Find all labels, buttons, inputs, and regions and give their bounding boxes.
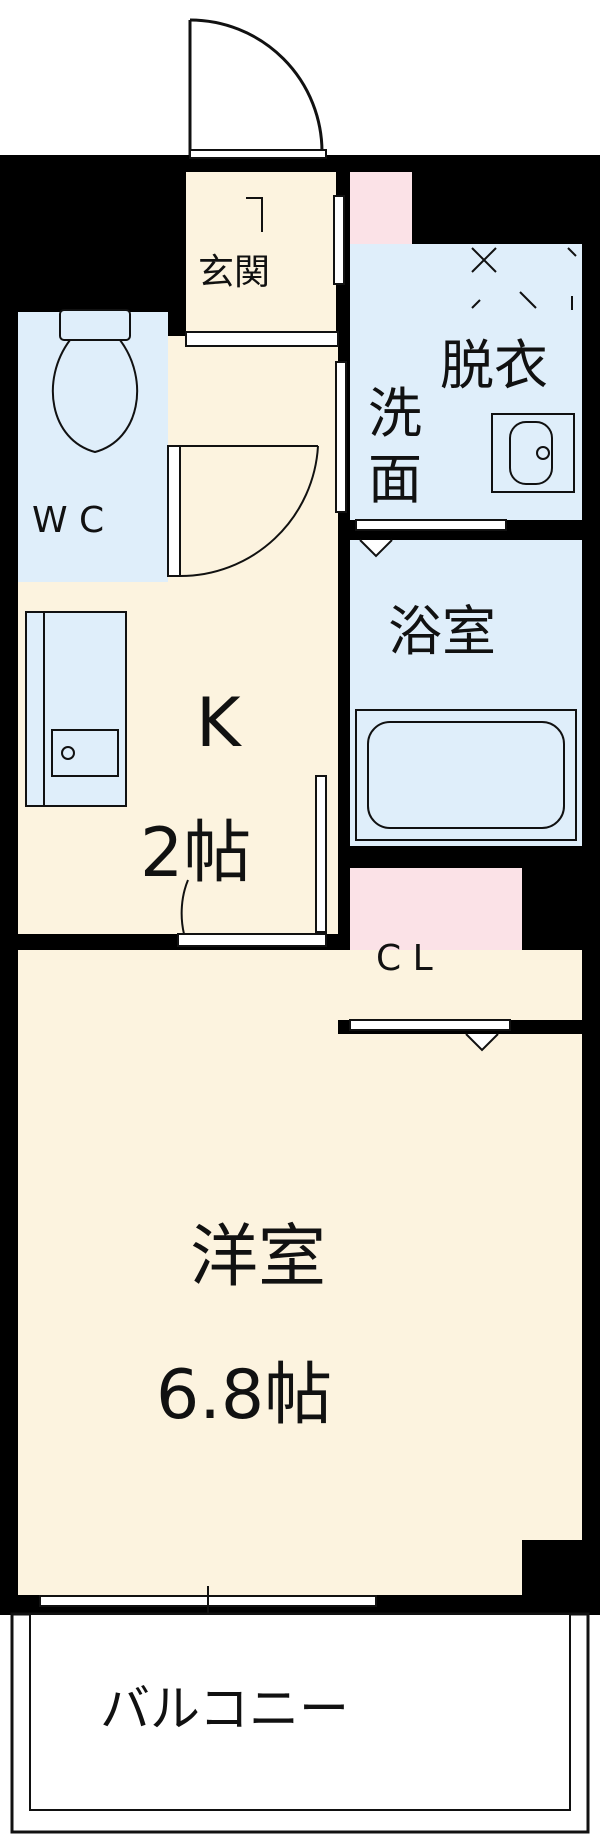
label-kitchen: K bbox=[196, 684, 243, 763]
label-washbasin-1: 洗 bbox=[368, 382, 422, 445]
kitchen-door bbox=[177, 775, 327, 947]
balcony bbox=[10, 1612, 590, 1834]
label-closet: C L bbox=[376, 938, 433, 979]
label-bath: 浴室 bbox=[388, 600, 496, 663]
label-balcony: バルコニー bbox=[100, 1680, 349, 1738]
label-western-size: 6.8帖 bbox=[156, 1356, 332, 1435]
washing-machine-space bbox=[471, 247, 577, 310]
label-dressing: 脱衣 bbox=[440, 334, 548, 397]
bathtub-icon bbox=[355, 709, 577, 841]
kitchen-counter bbox=[25, 611, 127, 807]
wc-door bbox=[167, 445, 319, 578]
label-wc: W C bbox=[32, 500, 104, 541]
toilet-icon bbox=[51, 309, 139, 454]
label-kitchen-size: 2帖 bbox=[140, 814, 251, 893]
front-door bbox=[186, 18, 327, 159]
label-washbasin-2: 面 bbox=[368, 448, 422, 511]
label-entrance: 玄関 bbox=[198, 252, 270, 293]
label-western: 洋室 bbox=[190, 1218, 326, 1297]
washbasin-icon bbox=[491, 413, 575, 493]
